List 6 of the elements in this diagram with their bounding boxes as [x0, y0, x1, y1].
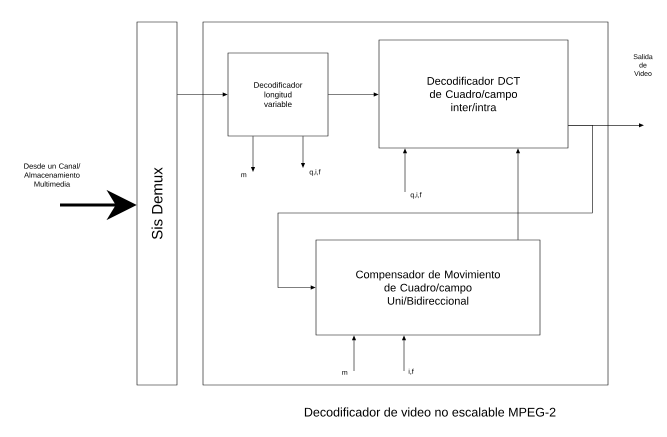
process-box: Compensador de Movimiento de Cuadro/campo Uni/Bidireccional [316, 240, 540, 336]
caption: Decodificador de video no escalable MPEG-2 [304, 407, 556, 417]
process-box: Decodificador DCT de Cuadro/campo inter/intra [378, 40, 568, 148]
decoder-frame [202, 22, 608, 386]
process-box: Decodificador longitud variable [228, 52, 328, 136]
demux-bar: Sis Demux [136, 22, 178, 386]
